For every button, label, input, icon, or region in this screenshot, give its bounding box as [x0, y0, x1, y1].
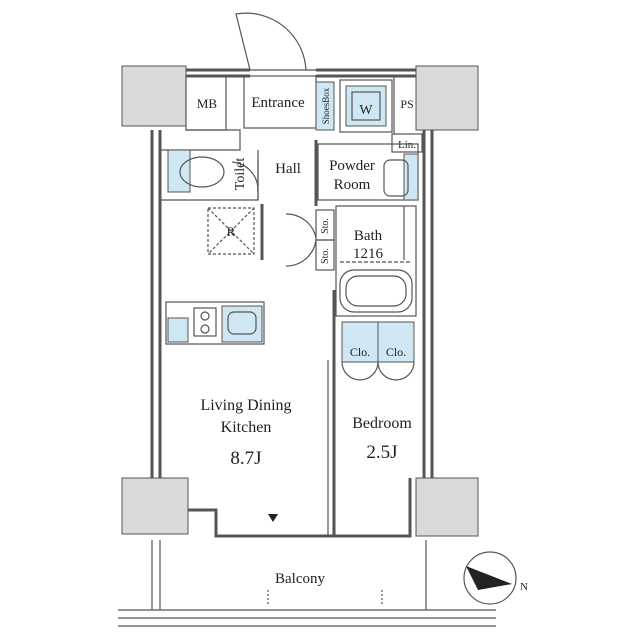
storage-2-label: Sto.	[320, 248, 331, 264]
toilet-room: Toilet	[159, 149, 259, 201]
hall-label: Hall	[275, 161, 301, 177]
mb-label: MB	[197, 96, 218, 111]
compass-arrow-icon	[466, 566, 512, 590]
compass-north-label: N	[520, 581, 528, 593]
bedroom-label: Bedroom	[352, 415, 412, 432]
hall-door-swing-1	[285, 213, 317, 239]
entrance-door	[235, 12, 316, 71]
kitchen-counter	[165, 301, 265, 345]
closet-2-label: Clo.	[386, 345, 406, 359]
shoes-box-label: ShoesBox	[321, 87, 331, 124]
closet-1-label: Clo.	[350, 345, 370, 359]
ps-label: PS	[400, 97, 413, 111]
refrigerator-space: R	[207, 207, 255, 255]
column-top-left	[121, 65, 187, 127]
column-bottom-left	[121, 477, 189, 535]
column-top-right	[415, 65, 479, 131]
powder-label-1: Powder	[329, 158, 375, 174]
toilet-label: Toilet	[233, 158, 248, 191]
compass: N	[463, 551, 528, 605]
column-bottom-right	[415, 477, 479, 537]
storage-2	[315, 239, 335, 271]
refrigerator-label: R	[227, 224, 236, 239]
powder-room: Powder Room	[317, 143, 419, 201]
bath-room: Bath 1216	[335, 205, 417, 317]
storage-1-label: Sto.	[320, 218, 331, 234]
washer-label: W	[359, 103, 373, 118]
linen-cupboard	[391, 133, 423, 153]
ldk-label-2: Kitchen	[221, 419, 272, 436]
bedroom-size: 2.5J	[366, 442, 397, 463]
linen-label: Lin.	[398, 139, 416, 151]
shoes-box	[315, 81, 335, 131]
hall-door-swing-2	[285, 239, 317, 267]
bath-label: Bath	[354, 228, 383, 244]
bath-size: 1216	[353, 246, 384, 262]
mb-closet: MB	[185, 75, 227, 131]
ldk-size: 8.7J	[230, 448, 261, 469]
washer-space: W	[339, 79, 393, 133]
ldk-label-1: Living Dining	[200, 397, 291, 414]
outer-walls	[150, 68, 434, 538]
window-marker	[268, 514, 278, 522]
balcony-label: Balcony	[275, 571, 325, 587]
entrance-label: Entrance	[251, 95, 305, 111]
bedroom-closets: Clo. Clo.	[341, 321, 415, 381]
powder-label-2: Room	[334, 177, 371, 193]
balcony: Balcony	[118, 540, 496, 627]
